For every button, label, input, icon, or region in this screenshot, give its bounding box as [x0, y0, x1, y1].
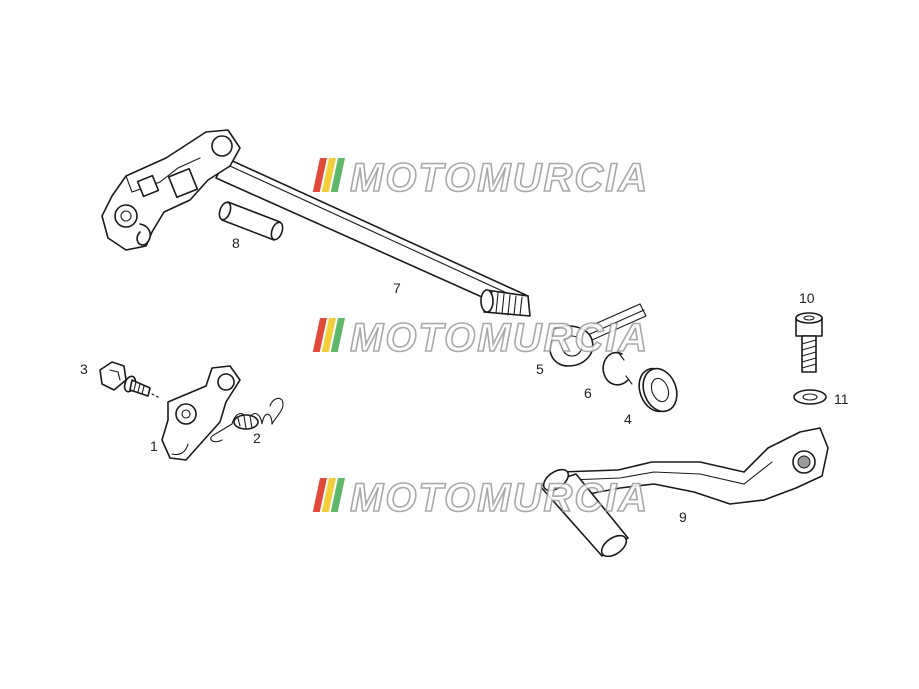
callout-11: 11 [834, 391, 849, 407]
part-7-shift-shaft[interactable] [101, 129, 531, 317]
watermark-stripe-green [330, 158, 345, 192]
callout-10: 10 [799, 290, 815, 306]
watermark-top: MOTOMURCIA [312, 155, 649, 201]
callout-9: 9 [679, 509, 687, 525]
part-3-bolt[interactable] [99, 361, 161, 399]
part-6-circlip[interactable] [602, 351, 633, 386]
callout-1: 1 [150, 438, 158, 454]
part-2-spring[interactable] [210, 397, 284, 443]
part-4-seal[interactable] [633, 364, 682, 416]
watermark-stripe-green [330, 478, 345, 512]
callout-4: 4 [624, 411, 632, 427]
watermark-text: MOTOMURCIA [350, 316, 649, 360]
callout-labels: 1 2 3 4 5 6 7 8 9 10 11 [80, 235, 849, 525]
callout-5: 5 [536, 361, 544, 377]
watermark-stripe-red [312, 478, 327, 512]
watermark-bottom: MOTOMURCIA [312, 475, 649, 521]
watermark-stripe-red [312, 318, 327, 352]
watermark-stripe-green [330, 318, 345, 352]
watermark-text: MOTOMURCIA [350, 476, 649, 520]
part-5-spring[interactable] [549, 303, 647, 367]
callout-6: 6 [584, 385, 592, 401]
callout-8: 8 [232, 235, 240, 251]
watermark-stripe-yellow [321, 478, 336, 512]
part-10-bolt[interactable] [795, 312, 823, 373]
part-9-pedal[interactable] [539, 427, 829, 561]
part-8-pin[interactable] [217, 201, 285, 241]
watermark-stripe-red [312, 158, 327, 192]
callout-2: 2 [253, 430, 261, 446]
watermark-stripe-yellow [321, 158, 336, 192]
callout-3: 3 [80, 361, 88, 377]
part-1-lever[interactable] [161, 365, 241, 461]
watermark-text: MOTOMURCIA [350, 156, 649, 200]
watermark-stripe-yellow [321, 318, 336, 352]
callout-7: 7 [393, 280, 401, 296]
watermark-middle: MOTOMURCIA [312, 315, 649, 361]
part-11-washer[interactable] [793, 389, 827, 405]
